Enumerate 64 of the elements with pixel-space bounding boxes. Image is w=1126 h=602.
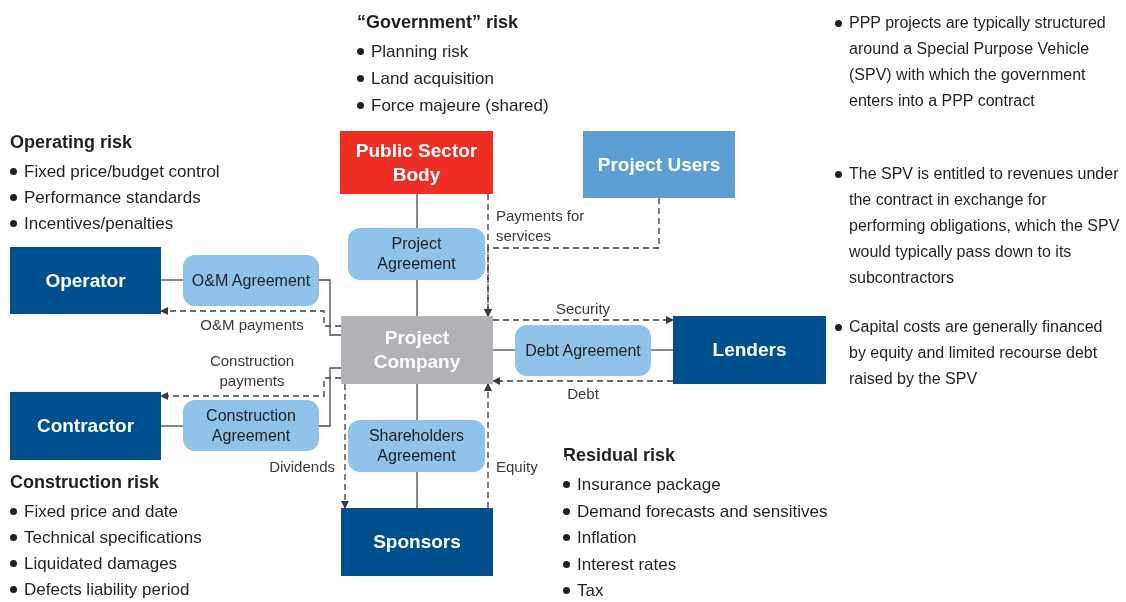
risk-item: Performance standards bbox=[24, 187, 201, 208]
dashed-arrow bbox=[160, 377, 342, 400]
box-label: Project Company bbox=[372, 326, 462, 374]
box-label: Project Users bbox=[597, 152, 721, 177]
risk-item: Force majeure (shared) bbox=[371, 95, 549, 116]
risk-item: Interest rates bbox=[577, 554, 677, 575]
box-label: Contractor bbox=[36, 414, 135, 438]
process-box bbox=[341, 316, 493, 384]
process-box bbox=[673, 316, 826, 384]
box-label: Construction Agreement bbox=[205, 405, 297, 446]
risk-item: Planning risk bbox=[371, 41, 469, 62]
risk-item: Inflation bbox=[577, 527, 637, 548]
connector-line bbox=[492, 349, 516, 351]
risk-item: Technical specifications bbox=[24, 527, 202, 548]
connector-line bbox=[318, 367, 342, 427]
risk-item: Land acquisition bbox=[371, 68, 494, 89]
dashed-arrow bbox=[484, 197, 660, 317]
agreement-box bbox=[183, 400, 319, 451]
connector-line bbox=[416, 471, 418, 509]
risk-item: Fixed price and date bbox=[24, 501, 179, 522]
dashed-arrow bbox=[492, 316, 674, 324]
agreement-box bbox=[348, 228, 485, 280]
dashed-arrow bbox=[492, 377, 674, 385]
risk-item: Fixed price/budget control bbox=[24, 161, 220, 182]
connector-line bbox=[160, 425, 184, 427]
agreement-box bbox=[348, 420, 485, 472]
connector-line bbox=[416, 193, 418, 229]
note-text: PPP projects are typically structured around a Special Purpose Vehicle (SPV) with which the government enters into a PPP contract bbox=[849, 13, 1107, 111]
agreement-box bbox=[183, 255, 319, 306]
agreement-box bbox=[515, 325, 651, 376]
process-box bbox=[583, 131, 735, 198]
process-box bbox=[341, 508, 493, 576]
risk-item: Incentives/penalties bbox=[24, 213, 174, 234]
risk-item: Defects liability period bbox=[24, 579, 190, 600]
box-label: Operator bbox=[45, 268, 126, 293]
note-text: The SPV is entitled to revenues under the contract in exchange for performing obligations, which the SPV would typically pass down to its subcontractors bbox=[849, 164, 1120, 288]
risk-item: Tax bbox=[577, 580, 604, 601]
box-label: Shareholders Agreement bbox=[367, 426, 466, 466]
dashed-arrow bbox=[484, 383, 492, 509]
process-box bbox=[10, 247, 161, 314]
risk-item: Demand forecasts and sensitives bbox=[577, 501, 828, 522]
connector-line bbox=[416, 383, 418, 421]
risk-heading: Construction risk bbox=[10, 472, 161, 494]
box-label: Public Sector Body bbox=[354, 138, 479, 187]
risk-heading: Residual risk bbox=[563, 445, 677, 467]
dashed-arrow bbox=[160, 307, 342, 327]
edge-label: Equity bbox=[496, 457, 566, 477]
process-box bbox=[10, 392, 161, 460]
risk-heading: “Government” risk bbox=[357, 12, 520, 34]
box-label: O&M Agreement bbox=[191, 270, 311, 291]
risk-heading: Operating risk bbox=[10, 132, 134, 154]
note-text: Capital costs are generally financed by equity and limited recourse debt raised by the SPV bbox=[849, 317, 1104, 389]
connector-line bbox=[318, 279, 342, 336]
connector-line bbox=[416, 279, 418, 317]
process-box bbox=[340, 131, 493, 194]
risk-item: Liquidated damages bbox=[24, 553, 178, 574]
connector-line bbox=[160, 279, 184, 281]
risk-item: Insurance package bbox=[577, 474, 721, 495]
box-label: Sponsors bbox=[373, 530, 461, 554]
connector-line bbox=[650, 349, 674, 351]
box-label: Project Agreement bbox=[376, 234, 457, 274]
box-label: Lenders bbox=[712, 338, 787, 362]
dashed-arrow bbox=[341, 383, 349, 509]
box-label: Debt Agreement bbox=[525, 340, 641, 361]
